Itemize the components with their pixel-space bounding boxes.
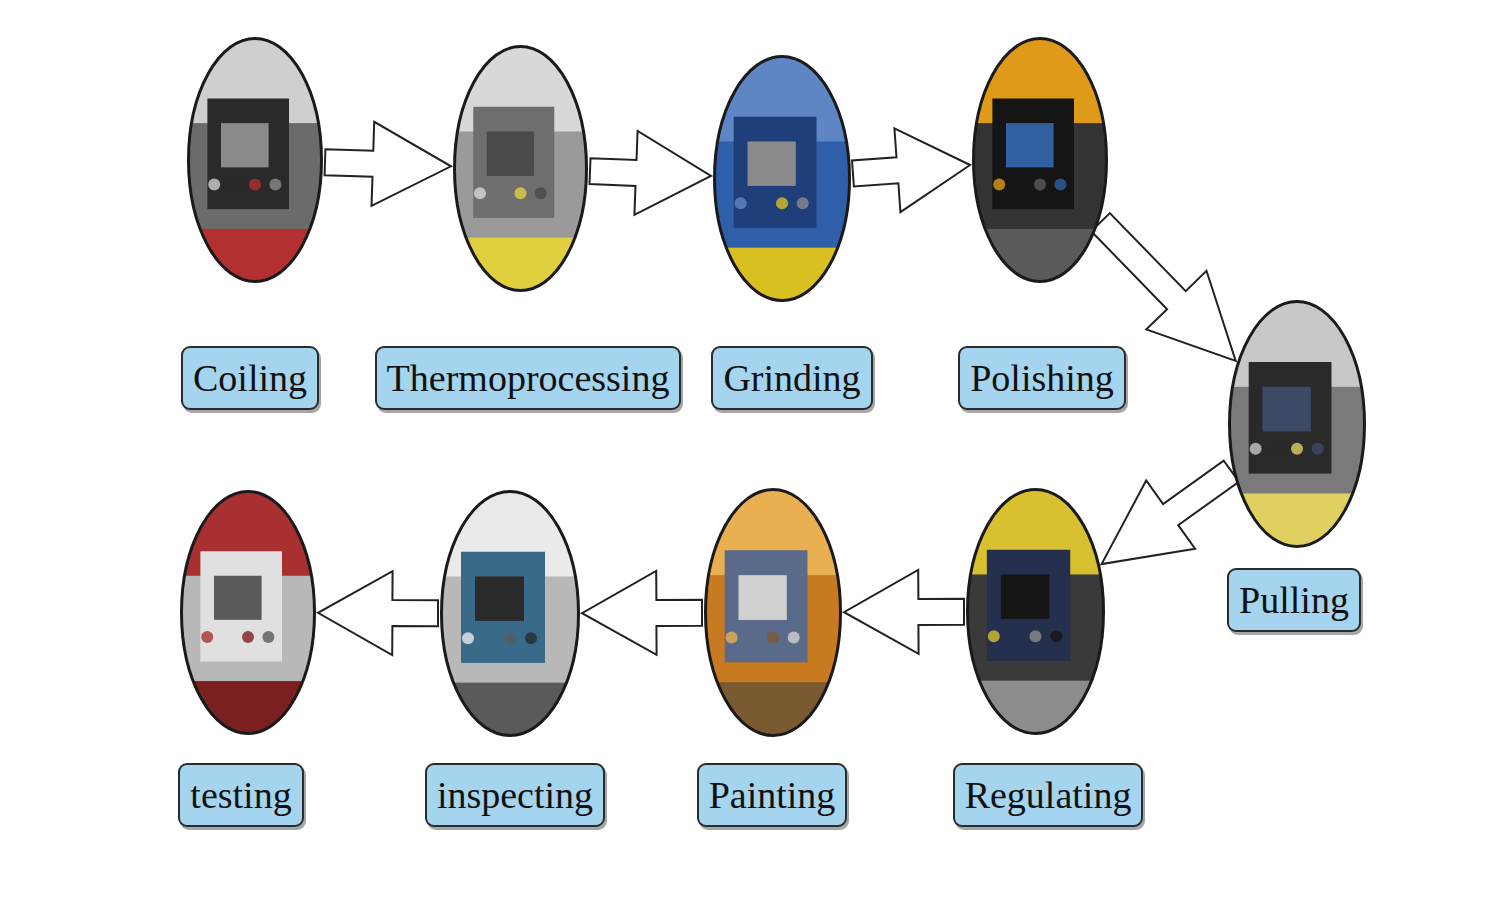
flow-arrow xyxy=(1102,461,1239,564)
process-photo xyxy=(453,45,588,292)
process-photo xyxy=(972,37,1108,283)
step-label: Thermoprocessing xyxy=(375,346,682,410)
process-step: Painting xyxy=(704,488,842,737)
flow-arrow xyxy=(844,570,964,654)
process-step: testing xyxy=(180,490,316,735)
flow-arrow xyxy=(318,571,438,655)
step-label: testing xyxy=(178,763,303,827)
step-label: Polishing xyxy=(958,346,1126,410)
flow-arrow xyxy=(852,128,970,212)
process-photo xyxy=(966,488,1105,735)
step-label: Painting xyxy=(697,763,848,827)
process-photo xyxy=(713,55,851,302)
flow-arrow xyxy=(325,122,451,206)
process-step: Thermoprocessing xyxy=(453,45,588,292)
flow-arrow xyxy=(582,571,702,655)
process-step: Coiling xyxy=(187,37,323,283)
step-label: Coiling xyxy=(181,346,319,410)
process-step: Grinding xyxy=(713,55,851,302)
process-step: Regulating xyxy=(966,488,1105,735)
step-label: Regulating xyxy=(953,763,1144,827)
step-label: Pulling xyxy=(1227,568,1361,632)
process-step: Polishing xyxy=(972,37,1108,283)
process-step: inspecting xyxy=(440,490,580,737)
process-photo xyxy=(440,490,580,737)
flow-arrow xyxy=(590,131,712,215)
process-photo xyxy=(704,488,842,737)
process-step: Pulling xyxy=(1228,300,1366,548)
step-label: Grinding xyxy=(711,346,872,410)
process-photo xyxy=(187,37,323,283)
step-label: inspecting xyxy=(425,763,605,827)
process-photo xyxy=(1228,300,1366,548)
process-photo xyxy=(180,490,316,735)
flow-arrow xyxy=(1091,213,1236,361)
